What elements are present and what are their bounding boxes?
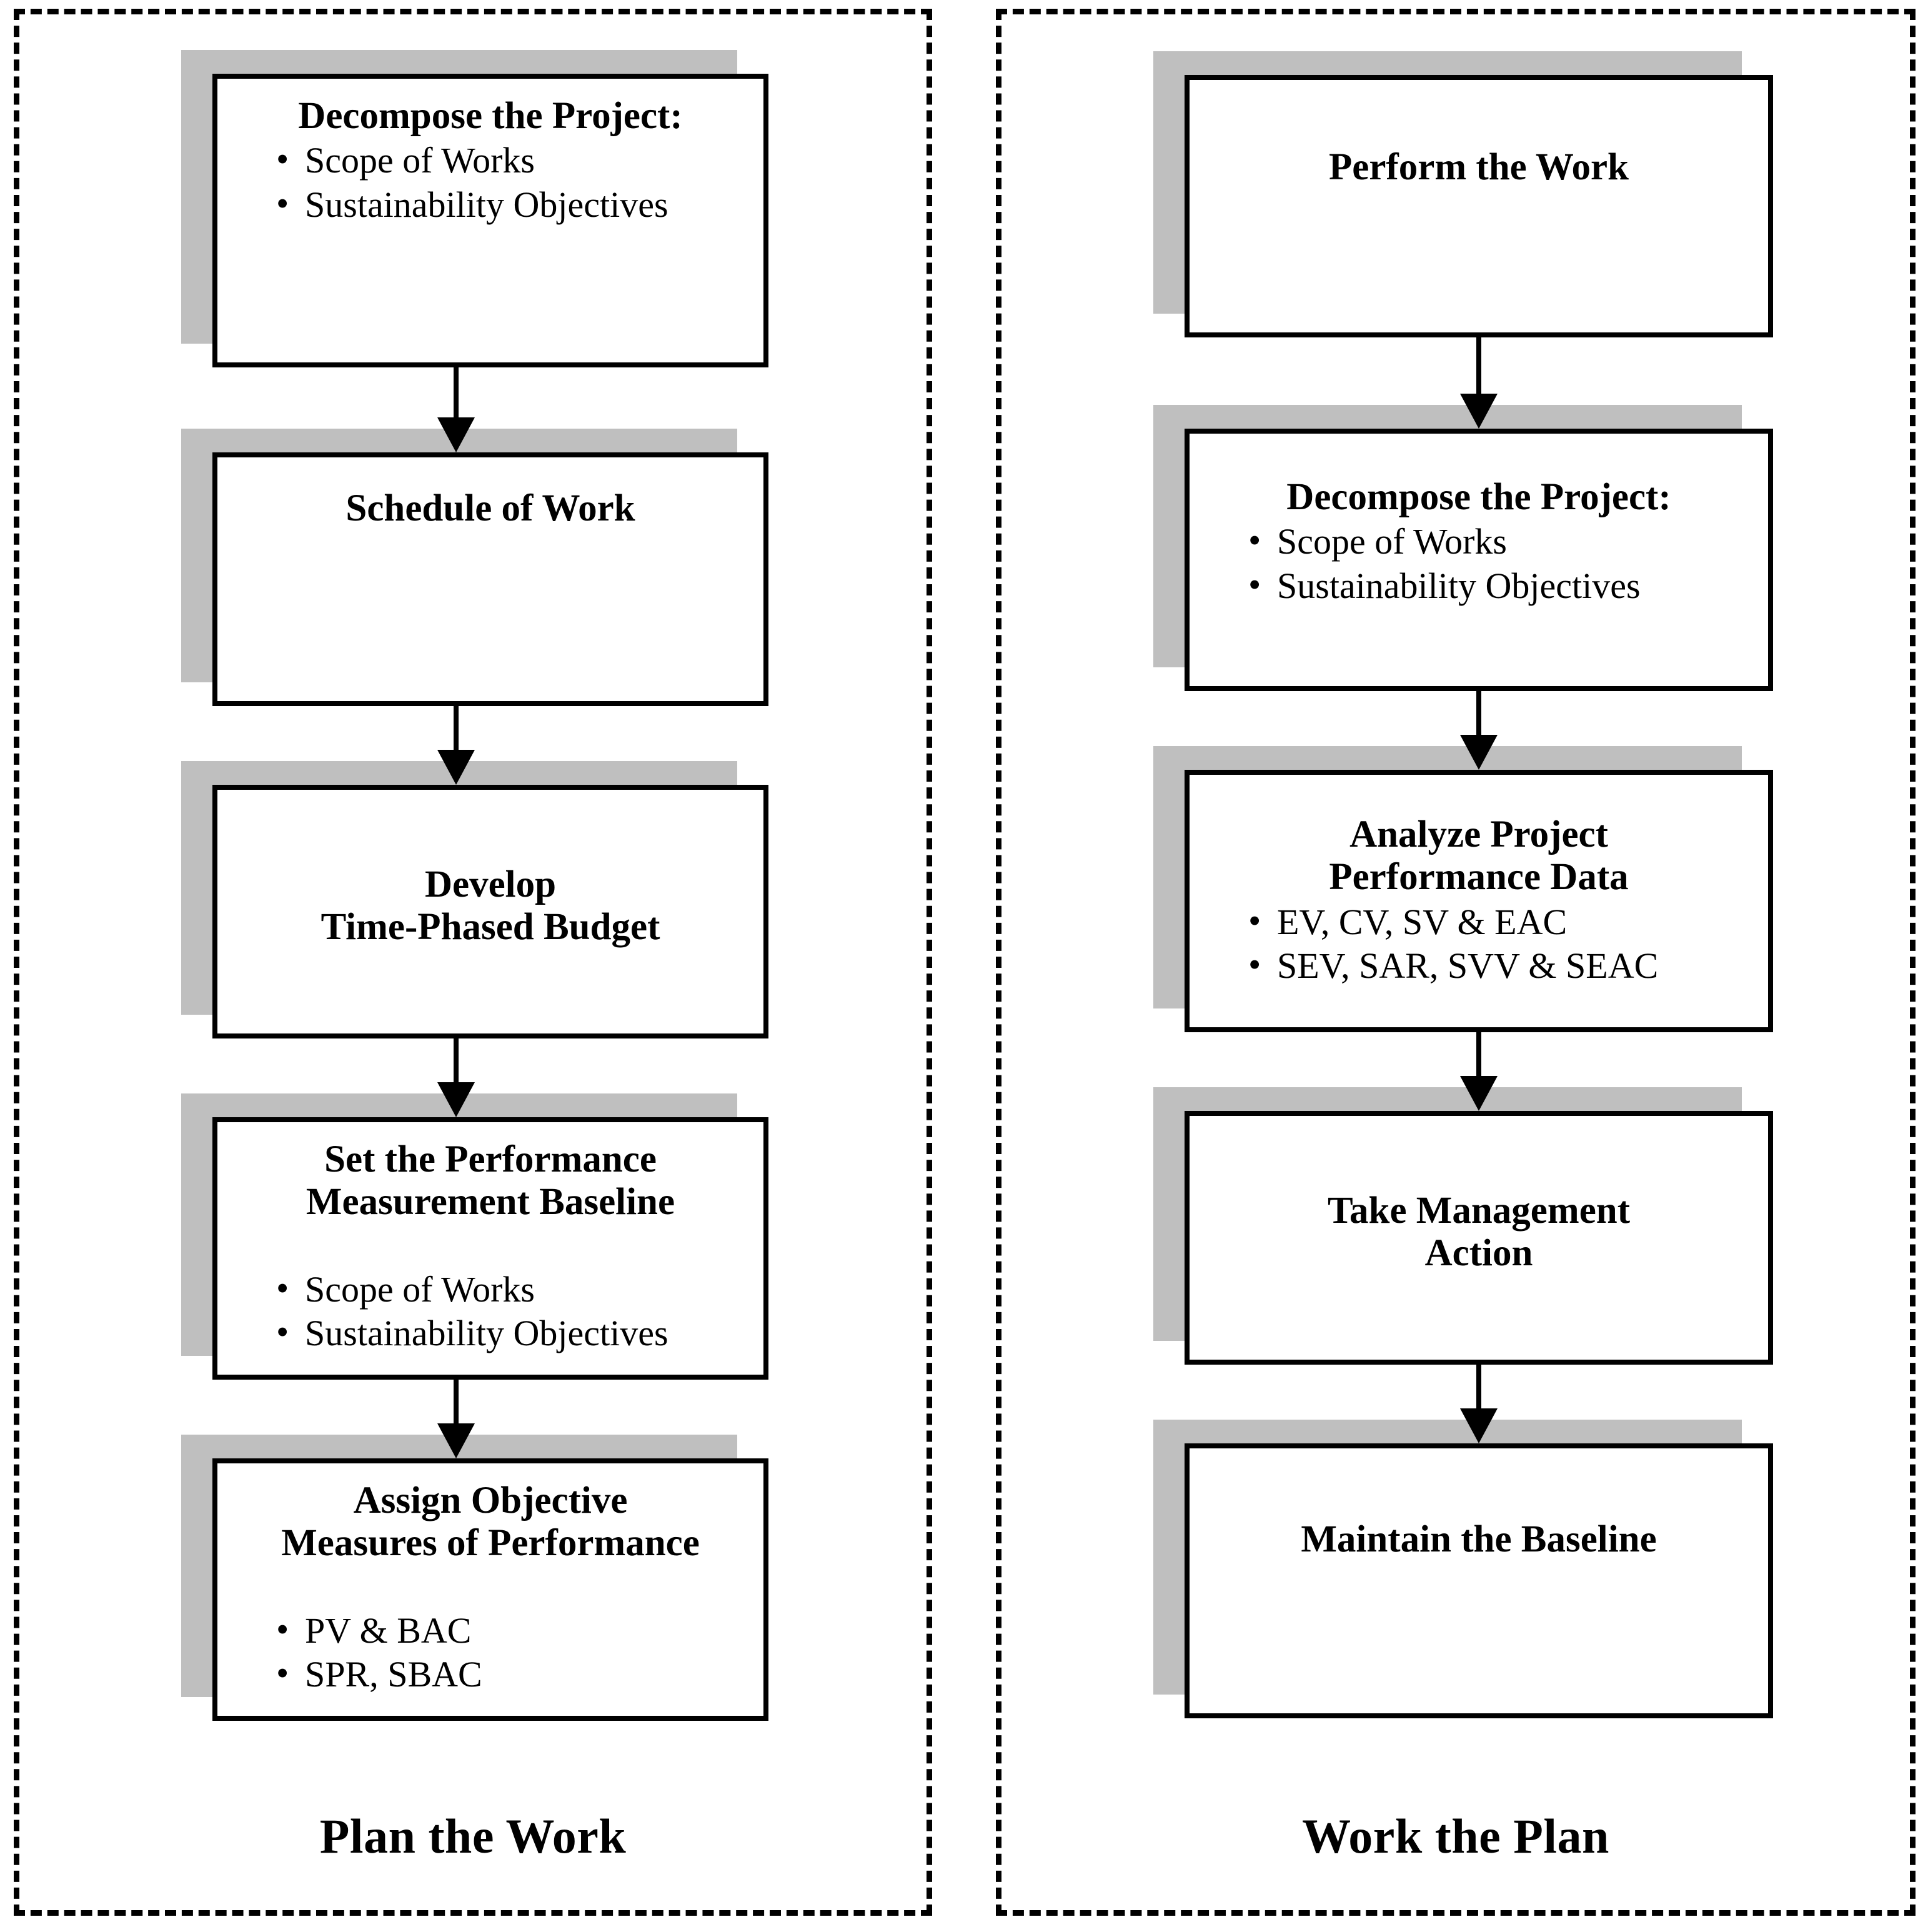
list-item: Scope of Works <box>276 1267 751 1312</box>
panel-work-the-plan <box>996 9 1916 1916</box>
node-analyze-project-performance-data[interactable]: Analyze Project Performance Data EV, CV,… <box>1153 746 1773 1032</box>
node-schedule-of-work[interactable]: Schedule of Work <box>181 429 768 706</box>
list-item: Scope of Works <box>1248 519 1756 564</box>
panel-caption-plan-the-work: Plan the Work <box>319 1809 627 1863</box>
arrow-stem <box>1476 1032 1481 1080</box>
arrow-stem <box>1476 337 1481 397</box>
arrow-head-icon <box>1460 1408 1498 1443</box>
node-title: Take Management Action <box>1327 1190 1631 1275</box>
node-title: Schedule of Work <box>345 487 635 529</box>
arrow-stem <box>454 706 459 754</box>
arrow-head-icon <box>437 1082 475 1117</box>
arrow-head-icon <box>1460 394 1498 429</box>
node-body: Assign Objective Measures of Performance… <box>212 1458 768 1721</box>
list-item: SEV, SAR, SVV & SEAC <box>1248 943 1756 988</box>
arrow-head-icon <box>437 750 475 785</box>
list-item: Sustainability Objectives <box>1248 563 1756 609</box>
node-decompose-the-project-plan[interactable]: Decompose the Project: Scope of Works Su… <box>181 50 768 367</box>
node-bullet-list: Scope of Works Sustainability Objectives <box>230 137 751 227</box>
arrow-stem <box>1476 1365 1481 1412</box>
list-item: EV, CV, SV & EAC <box>1248 899 1756 945</box>
node-body: Schedule of Work <box>212 452 768 706</box>
node-title: Develop Time-Phased Budget <box>321 864 660 949</box>
node-body: Develop Time-Phased Budget <box>212 785 768 1038</box>
arrow-stem <box>1476 691 1481 739</box>
node-title: Analyze Project Performance Data <box>1329 814 1629 899</box>
node-body: Maintain the Baseline <box>1185 1443 1773 1718</box>
node-title: Decompose the Project: <box>1286 476 1671 518</box>
node-decompose-the-project-work[interactable]: Decompose the Project: Scope of Works Su… <box>1153 405 1773 691</box>
node-body: Perform the Work <box>1185 75 1773 337</box>
node-title: Assign Objective Measures of Performance <box>281 1480 700 1565</box>
arrow-stem <box>454 1038 459 1086</box>
arrow-head-icon <box>1460 1076 1498 1111</box>
arrow-stem <box>454 367 459 421</box>
node-take-management-action[interactable]: Take Management Action <box>1153 1087 1773 1365</box>
node-body: Decompose the Project: Scope of Works Su… <box>1185 429 1773 691</box>
arrow-head-icon <box>1460 735 1498 770</box>
node-body: Set the Performance Measurement Baseline… <box>212 1117 768 1380</box>
list-item: Scope of Works <box>276 137 751 183</box>
node-assign-objective-measures-of-performance[interactable]: Assign Objective Measures of Performance… <box>181 1435 768 1721</box>
node-bullet-list: Scope of Works Sustainability Objectives <box>1202 519 1756 609</box>
node-body: Analyze Project Performance Data EV, CV,… <box>1185 770 1773 1032</box>
node-develop-time-phased-budget[interactable]: Develop Time-Phased Budget <box>181 761 768 1038</box>
arrow-head-icon <box>437 417 475 452</box>
node-title: Maintain the Baseline <box>1301 1518 1657 1560</box>
list-item: Sustainability Objectives <box>276 182 751 227</box>
node-set-performance-measurement-baseline[interactable]: Set the Performance Measurement Baseline… <box>181 1093 768 1380</box>
node-body: Decompose the Project: Scope of Works Su… <box>212 74 768 367</box>
node-title: Perform the Work <box>1329 146 1629 188</box>
node-bullet-list: PV & BAC SPR, SBAC <box>230 1608 751 1698</box>
node-maintain-the-baseline[interactable]: Maintain the Baseline <box>1153 1420 1773 1718</box>
node-title: Set the Performance Measurement Baseline <box>306 1138 675 1223</box>
node-bullet-list: EV, CV, SV & EAC SEV, SAR, SVV & SEAC <box>1202 899 1756 989</box>
panel-plan-the-work <box>14 9 932 1916</box>
list-item: PV & BAC <box>276 1608 751 1653</box>
arrow-stem <box>454 1380 459 1427</box>
node-bullet-list: Scope of Works Sustainability Objectives <box>230 1267 751 1357</box>
node-body: Take Management Action <box>1185 1111 1773 1365</box>
arrow-head-icon <box>437 1423 475 1458</box>
list-item: SPR, SBAC <box>276 1651 751 1697</box>
panel-caption-work-the-plan: Work the Plan <box>1302 1809 1609 1863</box>
node-perform-the-work[interactable]: Perform the Work <box>1153 51 1773 337</box>
node-title: Decompose the Project: <box>298 95 683 137</box>
list-item: Sustainability Objectives <box>276 1310 751 1356</box>
